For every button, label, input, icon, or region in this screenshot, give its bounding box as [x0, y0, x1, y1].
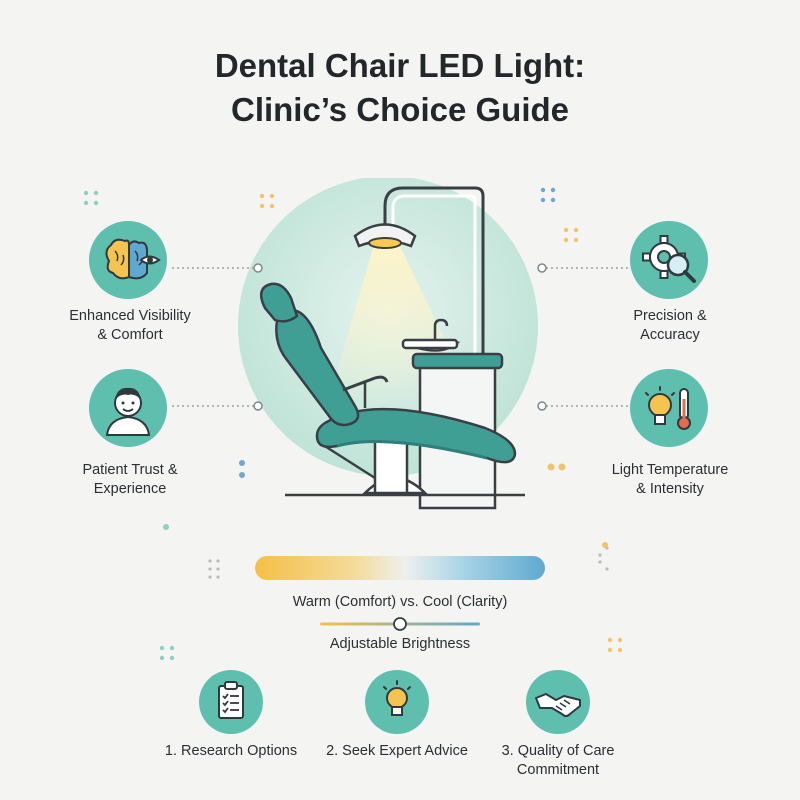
handshake-icon [526, 670, 590, 734]
step-3-label: 3. Quality of Care Commitment [501, 743, 615, 778]
feature-label-precision: Precision & Accuracy [633, 308, 707, 343]
chair-seat [315, 407, 517, 464]
title-line-2: Clinic’s Choice Guide [230, 91, 569, 128]
step-2-label: 2. Seek Expert Advice [326, 743, 468, 759]
feature-label-light-temperature: Light Temperature & Intensity [611, 462, 729, 497]
lightbulb-icon [365, 670, 429, 734]
gear-magnifier-icon [630, 221, 708, 299]
brightness-slider-knob[interactable] [393, 617, 407, 631]
feature-label-visibility: Enhanced Visibility & Comfort [69, 308, 191, 343]
brightness-slider[interactable] [320, 615, 480, 633]
temperature-scale-label: Warm (Comfort) vs. Cool (Clarity) [292, 594, 508, 610]
clipboard-checklist-icon [199, 670, 263, 734]
brightness-label: Adjustable Brightness [329, 636, 471, 652]
title-line-1: Dental Chair LED Light: [214, 47, 586, 84]
bulb-thermometer-icon [630, 369, 708, 447]
patient-face-icon [89, 369, 167, 447]
brain-eye-icon [89, 221, 167, 299]
dental-chair-illustration [238, 178, 538, 510]
feature-label-patient-trust: Patient Trust & Experience [82, 462, 178, 497]
page-title: Dental Chair LED Light: Clinic’s Choice … [0, 44, 800, 132]
chair-headrest [259, 282, 299, 323]
color-temperature-bar [255, 556, 545, 580]
step-1-label: 1. Research Options [164, 743, 298, 759]
